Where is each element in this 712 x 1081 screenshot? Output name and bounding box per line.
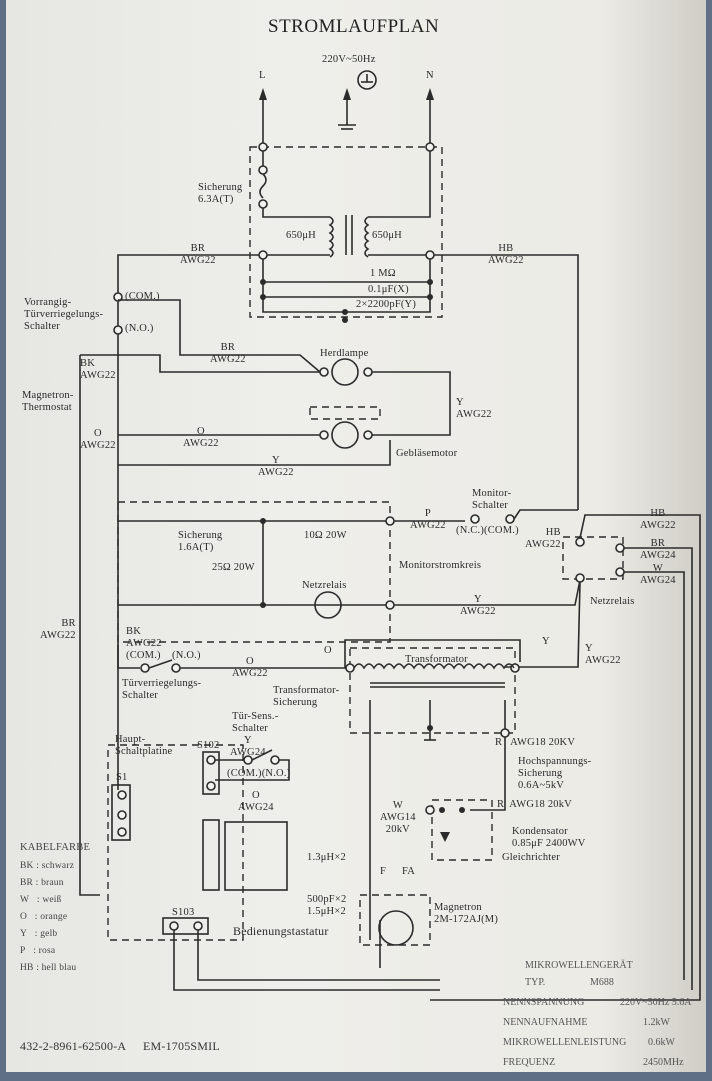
legend-item: Y : gelb <box>20 929 58 939</box>
legend-item: O : orange <box>20 912 68 922</box>
schematic-sheet <box>6 0 706 1072</box>
wire-o-motor-label: O AWG22 <box>183 426 219 449</box>
wire-y-relay-label: Y AWG22 <box>460 594 496 617</box>
resistor-1m-label: 1 MΩ <box>370 268 396 279</box>
x-capacitor-label: 0.1μF(X) <box>368 284 409 295</box>
rectifier-label: Gleichrichter <box>502 852 560 863</box>
monitor-circuit-label: Monitorstromkreis <box>399 560 482 571</box>
spec-row: TYP.M688 <box>525 977 614 988</box>
wire-br-lamp-label: BR AWG22 <box>210 342 246 365</box>
door-switch-com-no: (COM.) (N.O.) <box>126 650 201 661</box>
wire-y-awg24-label: Y AWG24 <box>230 735 266 758</box>
magnetron-label: Magnetron 2M-172AJ(M) <box>434 902 499 925</box>
legend-item: HB : hell blau <box>20 963 77 973</box>
line-terminal-label: L <box>259 70 266 81</box>
door-sensor-com-no: (COM.)(N.O.) <box>227 768 291 779</box>
filament-fa-label: FA <box>402 866 416 877</box>
priority-door-switch-label: Vorrangig- Türverriegelungs- Schalter <box>24 297 104 332</box>
spec-device: MIKROWELLENGERÄT <box>525 960 633 971</box>
resistor-10-label: 10Ω 20W <box>304 530 347 541</box>
wire-y-mid-label: Y AWG22 <box>258 455 294 478</box>
choke-right-label: 650μH <box>372 230 402 241</box>
keypad-label: Bedienungstastatur <box>233 924 329 938</box>
choke-13-label: 1.3μH×2 <box>307 852 346 863</box>
transformer-fuse-label: Transformator- Sicherung <box>273 685 340 708</box>
wire-r-awg18-label: R AWG18 20KV <box>495 737 576 748</box>
filament-f-label: F <box>380 866 387 877</box>
nc-com-label: (N.C.)(COM.) <box>456 525 519 536</box>
monitor-switch-label: Monitor- Schalter <box>472 488 512 511</box>
wire-o-left-label: O AWG22 <box>80 428 116 451</box>
wire-hb-top-label: HB AWG22 <box>488 243 524 266</box>
door-switch-label: Türverriegelungs- Schalter <box>122 678 202 701</box>
hv-capacitor-label: Kondensator 0.85μF 2400WV <box>512 826 586 849</box>
footer-model: EM-1705SMIL <box>143 1039 220 1053</box>
supply-voltage-label: 220V~50Hz <box>322 54 376 65</box>
legend-title: KABELFARBE <box>20 842 91 853</box>
neutral-terminal-label: N <box>426 70 434 81</box>
transformer-label: Transformator <box>405 654 468 665</box>
legend-item: P : rosa <box>20 946 56 956</box>
wire-w-awg14-label: W AWG14 20kV <box>380 800 416 835</box>
wire-o-awg24-label: O AWG24 <box>238 790 274 813</box>
wire-y-right-label: Y AWG22 <box>456 397 492 420</box>
main-fuse-label: Sicherung 6.3A(T) <box>198 182 243 205</box>
wire-hb-relay-label: HB AWG22 <box>525 527 561 550</box>
relay-coil-label: Netzrelais <box>302 580 347 591</box>
wire-bk-label: BK AWG22 <box>80 358 116 381</box>
wire-br-left-label: BR AWG22 <box>40 618 76 641</box>
wire-br-awg24-label: BR AWG24 <box>640 538 676 561</box>
wire-p-label: P AWG22 <box>410 508 446 531</box>
s103-label: S103 <box>172 907 195 918</box>
legend-item: BK : schwarz <box>20 861 75 871</box>
no-label-1: (N.O.) <box>125 323 154 334</box>
y-capacitor-label: 2×2200pF(Y) <box>356 299 417 310</box>
resistor-25-label: 25Ω 20W <box>212 562 255 573</box>
s1-label: S1 <box>116 772 128 783</box>
main-board-label: Haupt- Schaltplatine <box>115 734 173 757</box>
legend-item: BR : braun <box>20 878 64 888</box>
s102-label: S102 <box>197 740 220 751</box>
wire-br-top-label: BR AWG22 <box>180 243 216 266</box>
fan-motor-label: Gebläsemotor <box>396 448 458 459</box>
wire-y-trafo-label: Y <box>542 636 550 647</box>
footer-part-number: 432-2-8961-62500-A <box>20 1039 127 1053</box>
door-sensor-switch-label: Tür-Sens.- Schalter <box>232 711 279 734</box>
page-title: STROMLAUFPLAN <box>268 16 440 37</box>
fuse-16-label: Sicherung 1.6A(T) <box>178 530 223 553</box>
wire-w-awg24-label: W AWG24 <box>640 563 676 586</box>
wire-o-door-label: O AWG22 <box>232 656 268 679</box>
magnetron-thermostat-label: Magnetron- Thermostat <box>22 390 74 413</box>
wire-r-awg18b-label: R AWG18 20kV <box>497 799 572 810</box>
wire-y-trafo-right-label: Y AWG22 <box>585 643 621 666</box>
hv-fuse-label: Hochspannungs- Sicherung 0.6A~5kV <box>518 756 592 791</box>
relay-contact-label: Netzrelais <box>590 596 635 607</box>
legend-item: W : weiß <box>20 895 62 905</box>
capacitor-500-label: 500pF×2 1.5μH×2 <box>307 894 347 917</box>
wire-bk-door-label: BK AWG22 <box>126 626 162 649</box>
wire-hb-far-label: HB AWG22 <box>640 508 676 531</box>
com-label-1: (COM.) <box>125 291 160 302</box>
oven-lamp-label: Herdlampe <box>320 348 369 359</box>
wire-o-trafo-label: O <box>324 645 332 656</box>
choke-left-label: 650μH <box>286 230 316 241</box>
